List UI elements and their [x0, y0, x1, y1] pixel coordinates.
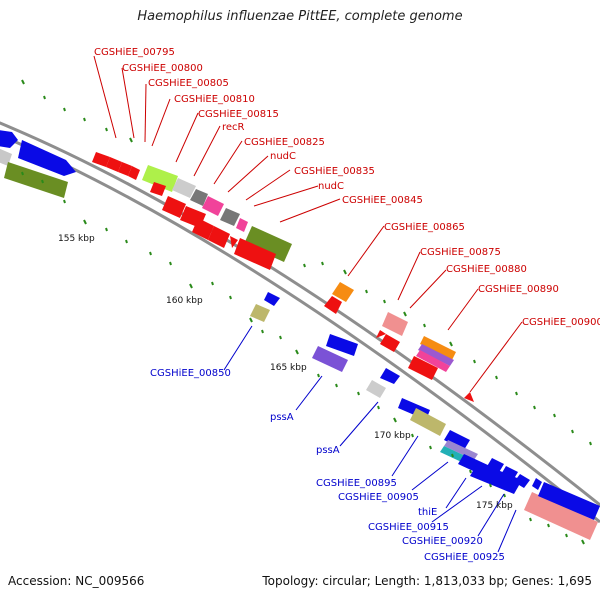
gene-label[interactable]: CGSHiEE_00850: [150, 368, 231, 379]
gene-olive: [4, 162, 68, 198]
gene-dark-gray: [220, 208, 240, 226]
gene-reverse: [234, 238, 276, 270]
forward-leader-lines: [223, 325, 517, 553]
gene-label[interactable]: CGSHiEE_00925: [424, 552, 505, 563]
scale-label: 170 kbp: [374, 431, 411, 441]
forward-gene-labels: CGSHiEE_00850 pssA pssA CGSHiEE_00895 CG…: [150, 368, 505, 563]
gene-label[interactable]: CGSHiEE_00865: [384, 222, 465, 233]
gene-reverse: [118, 162, 132, 176]
gene-forward: [326, 334, 358, 356]
gene-lavender: [444, 440, 478, 460]
scale-ticks: [21, 79, 592, 545]
gene-reverse: [92, 152, 110, 167]
gene-light-gray: [366, 380, 386, 398]
gene-reverse: [324, 296, 342, 314]
gene-reverse: [464, 392, 474, 402]
gene-reverse: [208, 226, 230, 248]
gene-forward: [264, 292, 280, 306]
topology-text: Topology: circular; Length: 1,813,033 bp…: [262, 574, 592, 588]
gene-label[interactable]: CGSHiEE_00825: [244, 137, 325, 148]
map-title: Haemophilus influenzae PittEE, complete …: [137, 9, 463, 24]
gene-forward: [538, 482, 600, 520]
gene-label[interactable]: CGSHiEE_00810: [174, 94, 255, 105]
gene-label[interactable]: CGSHiEE_00900: [522, 317, 600, 328]
gene-reverse: [162, 196, 186, 218]
gene-purple: [312, 346, 348, 372]
gene-label[interactable]: pssA: [270, 412, 294, 423]
gene-label[interactable]: CGSHiEE_00895: [316, 478, 397, 489]
gene-label[interactable]: nudC: [318, 181, 344, 192]
gene-reverse: [150, 182, 166, 196]
gene-forward: [514, 474, 530, 488]
gene-label[interactable]: CGSHiEE_00920: [402, 536, 483, 547]
gene-forward: [444, 430, 470, 450]
gene-purple: [418, 344, 454, 366]
gene-dark-gray: [190, 189, 208, 206]
reverse-gene-labels: CGSHiEE_00795 CGSHiEE_00800 CGSHiEE_0080…: [94, 47, 600, 328]
gene-label[interactable]: CGSHiEE_00905: [338, 492, 419, 503]
gene-forward: [0, 130, 18, 148]
gene-reverse: [192, 218, 214, 240]
scale-label: 160 kbp: [166, 296, 203, 306]
gene-pink: [202, 196, 224, 216]
gene-reverse: [128, 166, 140, 180]
gene-label[interactable]: CGSHiEE_00845: [342, 195, 423, 206]
gene-label[interactable]: CGSHiEE_00795: [94, 47, 175, 58]
gene-orange: [420, 336, 456, 360]
gene-salmon: [382, 312, 408, 336]
gene-label[interactable]: nudC: [270, 151, 296, 162]
gene-label[interactable]: CGSHiEE_00815: [198, 109, 279, 120]
gene-reverse: [408, 356, 438, 380]
scale-label: 165 kbp: [270, 363, 307, 373]
gene-label[interactable]: CGSHiEE_00880: [446, 264, 527, 275]
reverse-leader-lines: [93, 55, 523, 393]
gene-reverse: [380, 334, 400, 352]
gene-light-gray: [0, 148, 12, 166]
gene-salmon: [524, 492, 598, 540]
gene-reverse: [106, 157, 122, 172]
gene-forward: [380, 368, 400, 384]
gene-pink: [236, 218, 248, 232]
gene-orange: [332, 282, 354, 302]
gene-reverse: [230, 236, 238, 248]
gene-pink: [416, 350, 450, 372]
scale-label: 175 kbp: [476, 501, 513, 511]
gene-olive-light: [410, 408, 446, 436]
gene-olive-light: [250, 304, 270, 322]
gene-forward: [470, 462, 522, 494]
gene-forward: [532, 478, 542, 490]
gene-label[interactable]: recR: [222, 122, 245, 133]
accession-text: Accession: NC_009566: [8, 574, 145, 588]
gene-forward: [18, 140, 76, 176]
gene-label[interactable]: pssA: [316, 445, 340, 456]
gene-label[interactable]: CGSHiEE_00890: [478, 284, 559, 295]
gene-label[interactable]: CGSHiEE_00805: [148, 78, 229, 89]
gene-label[interactable]: thiE: [418, 507, 437, 518]
scale-label: 155 kbp: [58, 234, 95, 244]
gene-label[interactable]: CGSHiEE_00915: [368, 522, 449, 533]
gene-reverse: [376, 330, 386, 338]
gene-label[interactable]: CGSHiEE_00875: [420, 247, 501, 258]
scale-labels: 155 kbp 160 kbp 165 kbp 170 kbp 175 kbp: [58, 234, 513, 511]
gene-lime: [142, 165, 178, 192]
backbone-inner: [0, 133, 600, 524]
gene-label[interactable]: CGSHiEE_00835: [294, 166, 375, 177]
gene-label[interactable]: CGSHiEE_00800: [122, 63, 203, 74]
gene-olive: [244, 226, 292, 262]
gene-light-gray: [172, 178, 196, 198]
